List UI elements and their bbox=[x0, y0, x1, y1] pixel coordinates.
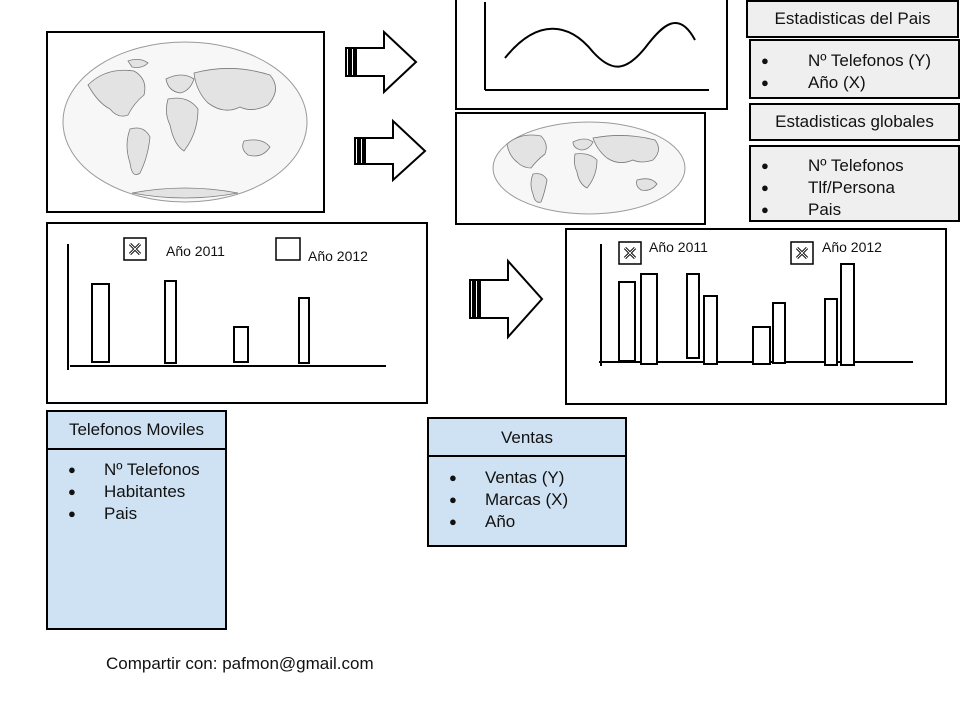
legend-2012-swatch-icon bbox=[790, 241, 814, 265]
estadisticas-globales-list: ●Nº Telefonos ●Tlf/Persona ●Pais bbox=[749, 145, 960, 222]
bar bbox=[164, 280, 177, 364]
bar bbox=[298, 297, 310, 364]
bar-chart-right-frame: Año 2011 Año 2012 bbox=[565, 228, 947, 405]
list-item: ●Nº Telefonos bbox=[68, 460, 200, 479]
bar bbox=[703, 295, 718, 365]
list-item: ●Habitantes bbox=[68, 482, 186, 501]
world-map-small-frame bbox=[455, 112, 706, 225]
ventas-title: Ventas bbox=[501, 427, 553, 447]
telefonos-moviles-title: Telefonos Moviles bbox=[68, 420, 205, 439]
bar bbox=[618, 281, 636, 362]
arrow-right-icon bbox=[354, 118, 427, 182]
estadisticas-pais-header: Estadisticas del Pais bbox=[746, 0, 959, 38]
world-map-frame bbox=[46, 31, 325, 213]
bar bbox=[772, 302, 786, 364]
estadisticas-globales-title: Estadisticas globales bbox=[775, 112, 934, 131]
bar bbox=[640, 273, 658, 365]
list-item: ●Nº Telefonos bbox=[761, 156, 904, 175]
world-map-image bbox=[62, 41, 308, 203]
line-chart bbox=[484, 2, 709, 91]
legend-label-2012: Año 2012 bbox=[308, 248, 368, 264]
list-item: ●Año bbox=[449, 512, 516, 531]
legend-2011-swatch-icon bbox=[123, 237, 147, 261]
estadisticas-globales-header: Estadisticas globales bbox=[749, 103, 960, 141]
bar bbox=[233, 326, 249, 363]
bar-chart-right bbox=[599, 241, 913, 366]
line-chart-series-line bbox=[504, 21, 696, 68]
list-item: ●Marcas (X) bbox=[449, 490, 569, 509]
bar bbox=[686, 273, 700, 359]
bar bbox=[824, 298, 838, 366]
bar-chart-left-frame: Año 2011 Año 2012 bbox=[46, 222, 428, 404]
legend-label-2011: Año 2011 bbox=[166, 243, 225, 259]
list-item: ●Ventas (Y) bbox=[449, 468, 565, 487]
list-item: ●Pais bbox=[761, 200, 842, 219]
bar bbox=[91, 283, 110, 363]
legend-label-2012: Año 2012 bbox=[822, 239, 882, 255]
list-item: ●Año (X) bbox=[761, 73, 866, 92]
list-item: ●Pais bbox=[68, 504, 138, 523]
bar bbox=[840, 263, 855, 366]
arrow-right-icon bbox=[469, 258, 544, 340]
share-text: Compartir con: pafmon@gmail.com bbox=[106, 654, 374, 673]
legend-2012-swatch-icon bbox=[275, 237, 301, 261]
bar bbox=[752, 326, 771, 365]
arrow-right-icon bbox=[345, 30, 418, 94]
telefonos-moviles-header: Telefonos Moviles bbox=[46, 410, 227, 450]
ventas-header: Ventas bbox=[427, 417, 627, 458]
legend-2011-swatch-icon bbox=[618, 241, 642, 265]
telefonos-moviles-list: ●Nº Telefonos ●Habitantes ●Pais bbox=[46, 448, 227, 630]
list-item: ●Nº Telefonos (Y) bbox=[761, 51, 932, 70]
ventas-list: ●Ventas (Y) ●Marcas (X) ●Año bbox=[427, 455, 627, 547]
legend-label-2011: Año 2011 bbox=[649, 239, 708, 255]
estadisticas-pais-title: Estadisticas del Pais bbox=[774, 9, 931, 28]
list-item: ●Tlf/Persona bbox=[761, 178, 895, 197]
bar-chart-left bbox=[67, 237, 386, 370]
line-chart-frame bbox=[455, 0, 728, 110]
estadisticas-pais-list: ●Nº Telefonos (Y) ●Año (X) bbox=[749, 39, 960, 99]
world-map-small-image bbox=[492, 121, 686, 215]
